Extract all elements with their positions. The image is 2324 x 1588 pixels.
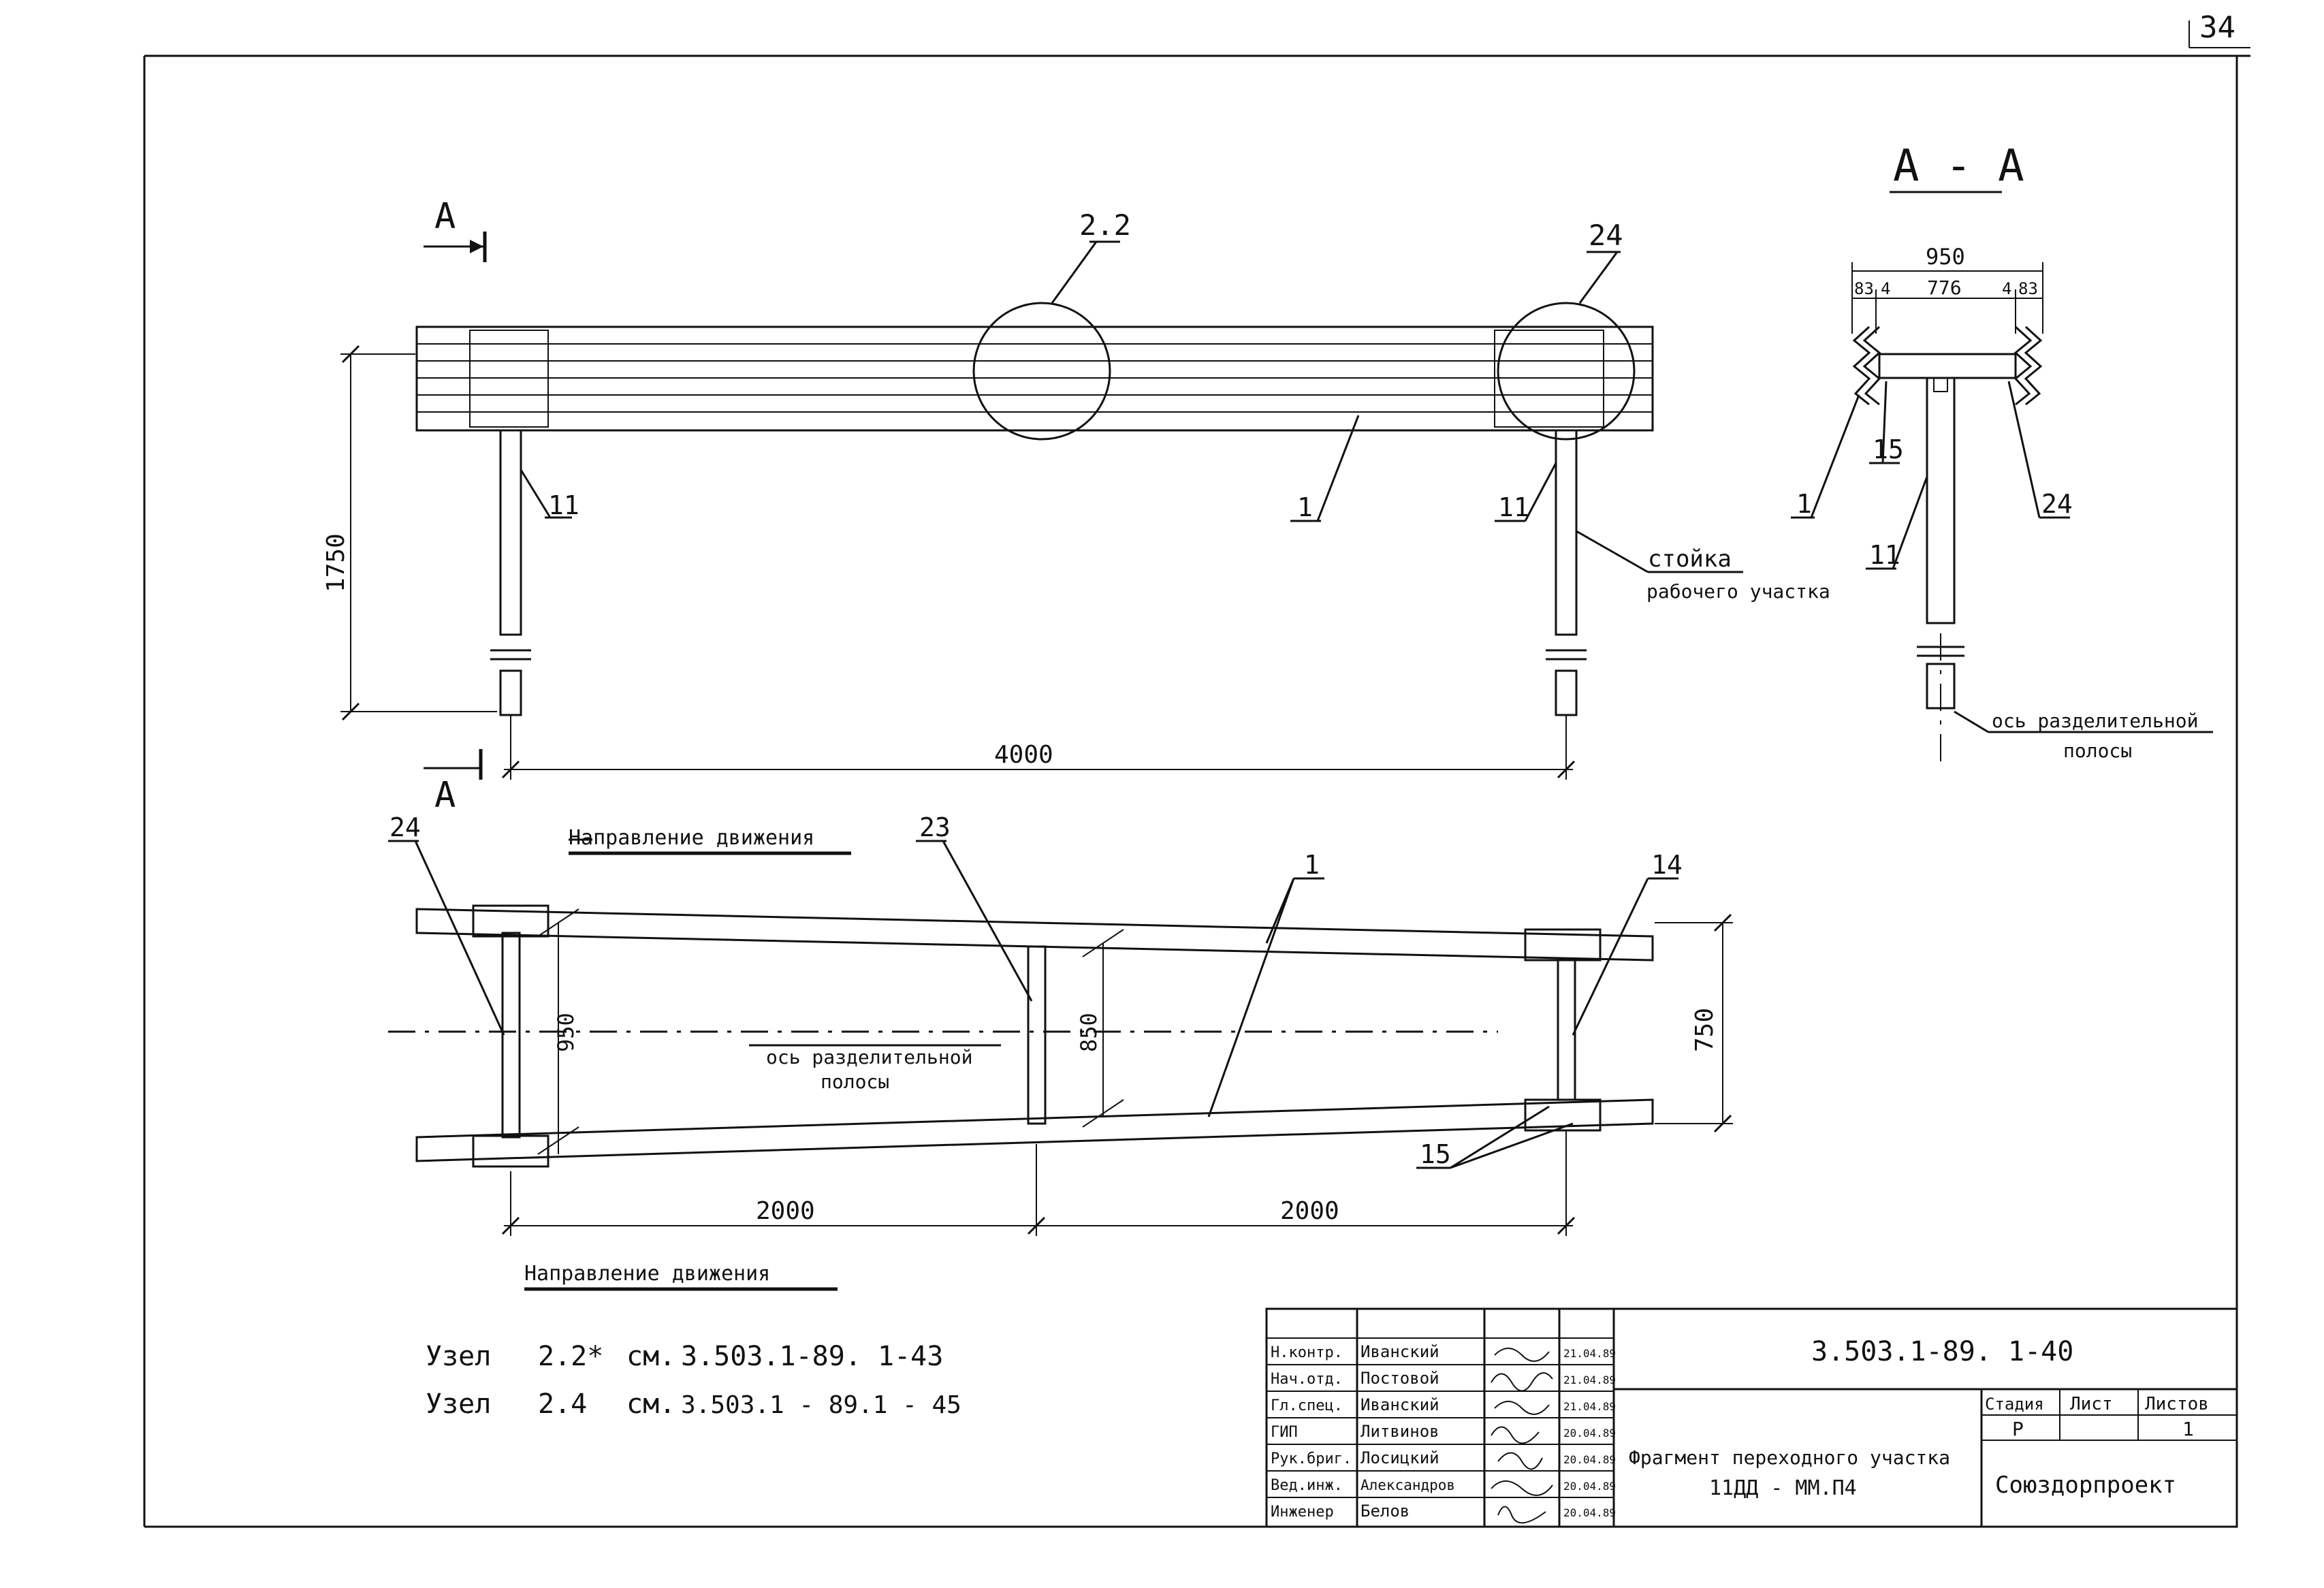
- section-title: А - А: [1893, 141, 2024, 191]
- sheets-header: Листов: [2145, 1394, 2209, 1414]
- section-mark-bottom: А: [434, 775, 456, 816]
- sig-name: Иванский: [1360, 1342, 1439, 1361]
- dim-83-right: 83: [2018, 279, 2038, 298]
- post-section: [1926, 377, 1956, 624]
- sig-name: Александров: [1360, 1477, 1455, 1493]
- sig-date: 20.04.89: [1563, 1506, 1616, 1519]
- callout-24-plan: 24: [389, 812, 421, 842]
- dim-950-plan: 950: [553, 1013, 579, 1052]
- sig-name: Иванский: [1360, 1395, 1439, 1414]
- callout-15-plan: 15: [1420, 1139, 1451, 1169]
- sig-name: Лосицкий: [1360, 1448, 1439, 1467]
- sheet-header: Лист: [2070, 1394, 2113, 1414]
- note-2-ref: 3.503.1 - 89.1 - 45: [681, 1391, 961, 1419]
- plan-view: Направление движения 950 850 750: [388, 812, 1733, 1291]
- sig-date: 20.04.89: [1563, 1453, 1616, 1466]
- sig-name: Постовой: [1360, 1369, 1439, 1388]
- dim-2000-b: 2000: [1280, 1197, 1339, 1225]
- w-beam-right: [2024, 325, 2043, 406]
- sig-role: Нач.отд.: [1271, 1371, 1343, 1388]
- plan-rail-top: [415, 908, 1654, 962]
- callout-11-sec: 11: [1869, 540, 1900, 570]
- post-right: [1555, 429, 1578, 636]
- plan-post-1: [501, 932, 521, 1139]
- callout-2-2: 2.2: [1079, 208, 1131, 242]
- note-1-pre: см.: [626, 1341, 675, 1372]
- plan-post-3: [1557, 959, 1576, 1101]
- signature-rows: Н.контр. Иванский 21.04.89 Нач.отд. Пост…: [1271, 1342, 1616, 1524]
- sig-date: 20.04.89: [1563, 1427, 1616, 1440]
- callout-24-sec: 24: [2041, 489, 2073, 519]
- callout-24-top: 24: [1589, 219, 1623, 252]
- note-2-node: Узел: [426, 1388, 491, 1420]
- dim-950-sec: 950: [1926, 244, 1965, 270]
- sheet-frame: 34: [143, 10, 2250, 1528]
- note-2-num: 2.4: [538, 1388, 587, 1420]
- note-1-num: 2.2*: [538, 1341, 603, 1372]
- sig-date: 21.04.89: [1563, 1400, 1616, 1413]
- callout-14-plan: 14: [1651, 850, 1683, 880]
- sig-role: Гл.спец.: [1271, 1397, 1343, 1414]
- callout-11-right: 11: [1498, 492, 1529, 522]
- plan-post-2: [1027, 945, 1047, 1125]
- sig-role: Рук.бриг.: [1271, 1450, 1352, 1467]
- sig-role: Вед.инж.: [1271, 1477, 1343, 1494]
- label-direction-top: Направление движения: [569, 826, 814, 850]
- node-notes: Узел 2.2* см. 3.503.1-89. 1-43 Узел 2.4 …: [426, 1341, 961, 1420]
- label-axis-plan-2: полосы: [821, 1070, 889, 1093]
- note-1-ref: 3.503.1-89. 1-43: [681, 1341, 943, 1372]
- label-direction-bottom: Направление движения: [524, 1262, 770, 1286]
- organization: Союздорпроект: [1995, 1472, 2176, 1499]
- sig-name: Литвинов: [1360, 1422, 1439, 1441]
- sig-date: 21.04.89: [1563, 1347, 1616, 1360]
- sig-date: 20.04.89: [1563, 1480, 1616, 1493]
- doc-title-2: 11ДД - ММ.П4: [1709, 1476, 1857, 1500]
- w-beam-left: [1852, 325, 1871, 406]
- sig-role: ГИП: [1271, 1424, 1298, 1441]
- label-post-working-1: стойка: [1648, 545, 1732, 573]
- stage-value: Р: [2012, 1418, 2024, 1440]
- doc-title-1: Фрагмент переходного участка: [1629, 1446, 1950, 1469]
- dim-4-left: 4: [1881, 279, 1890, 298]
- cross-member: [1878, 353, 2017, 379]
- page-number: 34: [2199, 10, 2235, 45]
- stage-header: Стадия: [1985, 1395, 2044, 1414]
- detail-circle-24: [1497, 302, 1636, 441]
- note-2-pre: см.: [626, 1388, 675, 1420]
- dim-2000-a: 2000: [756, 1197, 815, 1225]
- dim-776: 776: [1927, 276, 1962, 299]
- dim-1750: 1750: [322, 533, 350, 592]
- callout-1-plan: 1: [1304, 850, 1320, 880]
- sig-name: Белов: [1360, 1502, 1410, 1521]
- callout-1-elev: 1: [1297, 492, 1313, 522]
- dim-850-plan: 850: [1076, 1013, 1102, 1052]
- dim-4000: 4000: [994, 741, 1053, 769]
- section-mark-top: А: [434, 196, 456, 237]
- sig-date: 21.04.89: [1563, 1373, 1616, 1386]
- section-a-a-view: А - А 950 83 4 776 4 83 1 15: [1791, 141, 2213, 763]
- doc-code: 3.503.1-89. 1-40: [1811, 1336, 2073, 1367]
- sig-role: Н.контр.: [1271, 1344, 1343, 1361]
- label-post-working-2: рабочего участка: [1646, 580, 1830, 603]
- plan-rail-bottom: [415, 1098, 1654, 1162]
- label-axis-sec-1: ось разделительной: [1992, 710, 2198, 732]
- callout-1-sec: 1: [1796, 489, 1812, 519]
- dim-4-right: 4: [2002, 279, 2011, 298]
- note-1-node: Узел: [426, 1341, 491, 1372]
- callout-23-plan: 23: [919, 812, 951, 842]
- title-block: 3.503.1-89. 1-40 Фрагмент переходного уч…: [1265, 1307, 2238, 1528]
- sig-role: Инженер: [1271, 1504, 1334, 1521]
- sheets-value: 1: [2182, 1418, 2194, 1440]
- callout-11-left: 11: [548, 490, 579, 520]
- elevation-view: А А 2.2 24: [322, 196, 1830, 816]
- callout-15-sec: 15: [1873, 434, 1904, 464]
- dim-750-plan: 750: [1691, 1008, 1719, 1052]
- label-axis-plan-1: ось разделительной: [766, 1046, 972, 1068]
- post-left: [499, 429, 522, 636]
- dim-83-left: 83: [1854, 279, 1874, 298]
- label-axis-sec-2: полосы: [2063, 740, 2132, 762]
- detail-circle-2-2: [972, 302, 1111, 441]
